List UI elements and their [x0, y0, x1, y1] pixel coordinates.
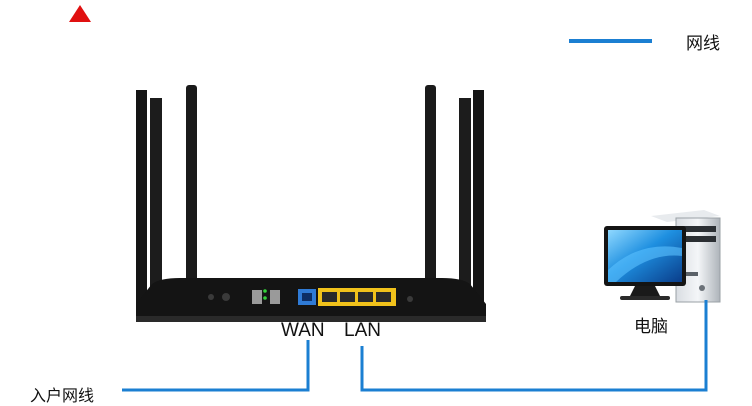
usb-port [270, 290, 280, 304]
computer [604, 210, 721, 303]
router [136, 85, 486, 322]
usb-port [252, 290, 262, 304]
legend-label: 网线 [686, 34, 720, 54]
computer-monitor [604, 226, 686, 300]
lan-label: LAN [344, 320, 381, 341]
lan-cable [360, 300, 708, 392]
wan-label: WAN [281, 320, 325, 341]
wan-cable [122, 340, 310, 392]
inlet-cable-label: 入户网线 [30, 386, 95, 405]
cables [122, 300, 708, 392]
warning-triangle-icon [69, 5, 91, 22]
computer-label: 电脑 [634, 317, 668, 337]
router-antennas [136, 85, 484, 320]
